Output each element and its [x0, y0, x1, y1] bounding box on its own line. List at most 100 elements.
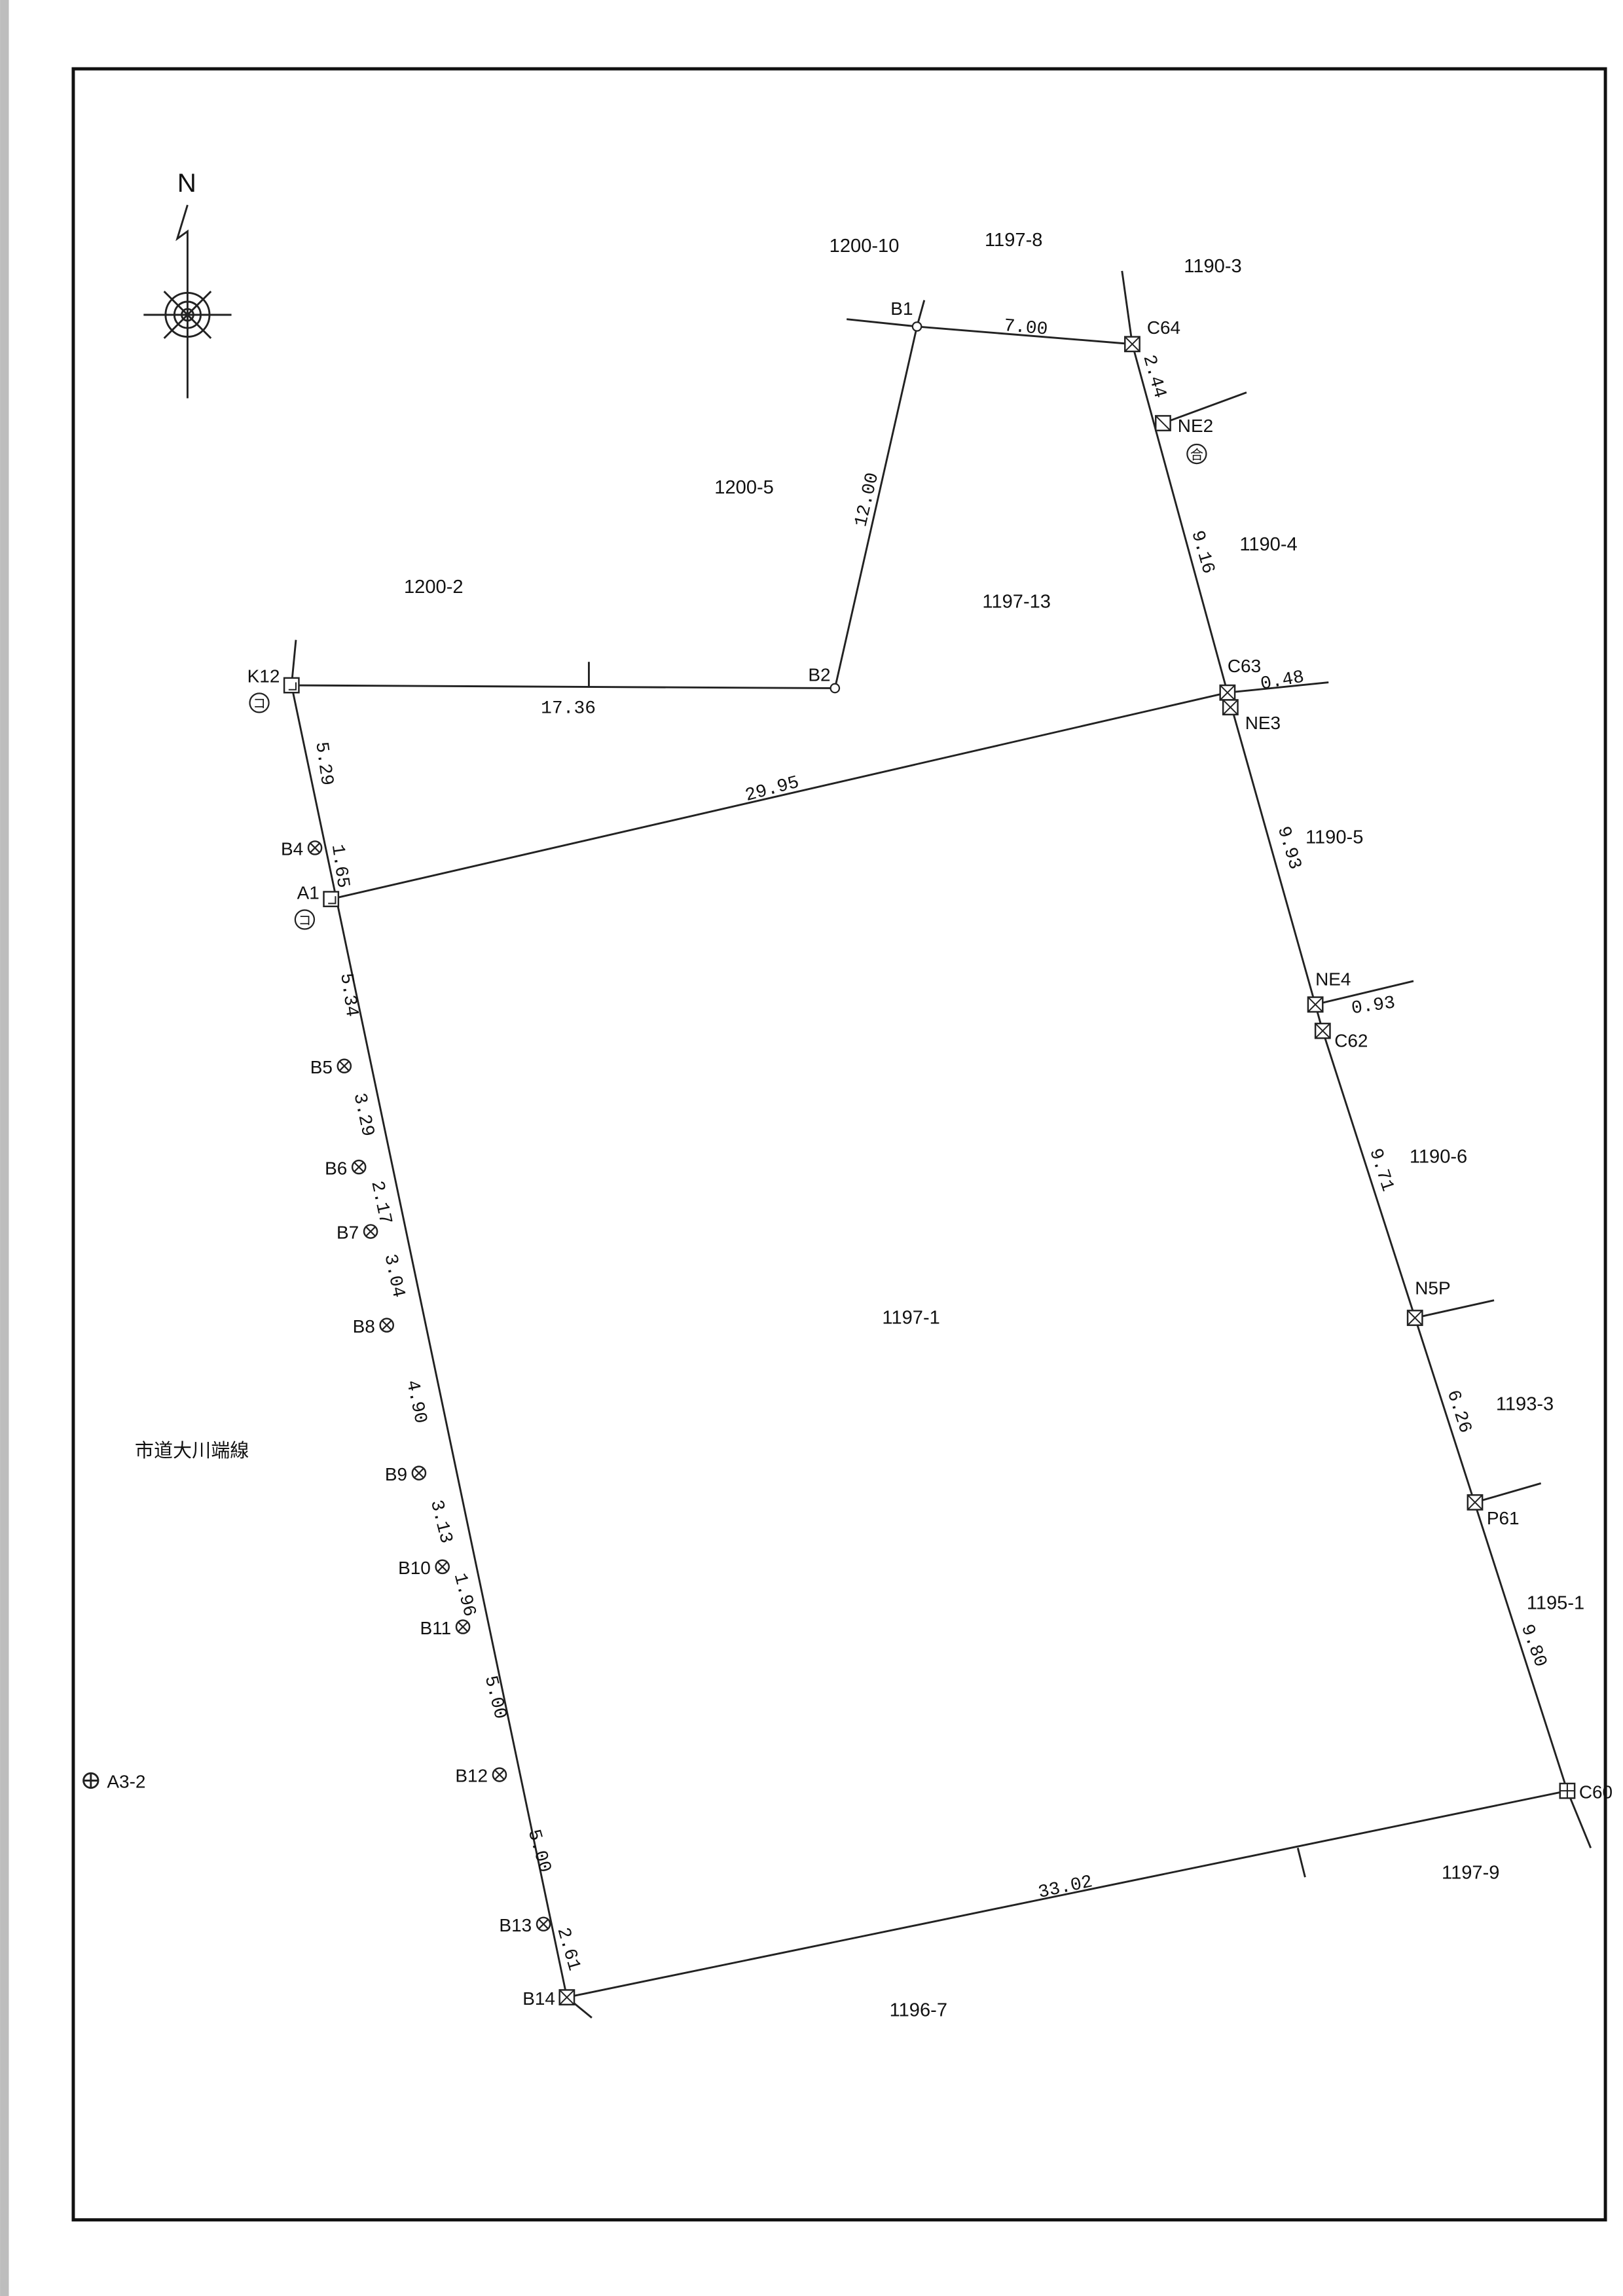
- note-circle-icon: [294, 909, 316, 930]
- circle-x-marker-icon: [363, 1224, 378, 1239]
- distance-label: 7.00: [1003, 316, 1049, 340]
- distance-label: 6.26: [1442, 1388, 1475, 1435]
- distance-label: 5.29: [310, 741, 337, 787]
- distance-label: 1.96: [449, 1571, 479, 1619]
- box-slash-marker-icon: [1155, 415, 1171, 431]
- survey-point-b5: B5: [310, 1057, 352, 1077]
- distance-label: 29.95: [743, 772, 801, 806]
- note-circle-icon: [1186, 443, 1207, 465]
- parcel-label: 1200-5: [714, 477, 774, 498]
- point-label: B11: [420, 1618, 451, 1638]
- point-note: コ: [298, 914, 311, 928]
- point-label: B5: [310, 1057, 333, 1077]
- survey-point-c62: C62: [1314, 1022, 1368, 1051]
- distance-label: 9.93: [1273, 824, 1305, 872]
- road-label: 市道大川端線: [135, 1440, 249, 1462]
- survey-point-n5p: N5P: [1406, 1278, 1451, 1326]
- benchmark-label: A3-2: [107, 1772, 145, 1792]
- survey-point-c64: C64: [1124, 317, 1180, 353]
- box-x-marker-icon: [1307, 996, 1324, 1013]
- survey-point-b11: B11: [420, 1618, 471, 1638]
- parcel-label: 1190-4: [1239, 534, 1297, 555]
- distance-label: 5.34: [335, 972, 361, 1018]
- box-x-marker-icon: [1406, 1310, 1423, 1326]
- point-label: B12: [455, 1766, 488, 1786]
- distance-label: 12.00: [851, 471, 883, 529]
- point-label: C62: [1334, 1031, 1368, 1051]
- circle-x-marker-icon: [337, 1058, 352, 1074]
- parcel-label: 1195-1: [1527, 1593, 1584, 1614]
- boundary-line: [331, 681, 1329, 901]
- survey-point-b4: B4: [281, 839, 323, 859]
- survey-point-c63: C63: [1219, 656, 1261, 701]
- distance-label: 5.00: [523, 1827, 555, 1875]
- circle-x-marker-icon: [536, 1916, 551, 1932]
- distance-label: 3.04: [379, 1252, 408, 1299]
- distance-label: 3.29: [348, 1091, 377, 1138]
- parcel-label: 1190-6: [1410, 1146, 1467, 1167]
- box-x-marker-icon: [1314, 1022, 1331, 1039]
- box-x-marker-icon: [1467, 1494, 1484, 1511]
- survey-point-b9: B9: [385, 1464, 427, 1484]
- point-label: K12: [247, 666, 280, 687]
- boundary-line: [290, 639, 593, 2019]
- circle-x-marker-icon: [307, 840, 323, 855]
- point-label: C60: [1579, 1782, 1613, 1802]
- parcel-label: 1200-2: [404, 577, 464, 598]
- distance-label: 2.61: [553, 1926, 584, 1973]
- point-label: B4: [281, 839, 303, 859]
- compass-rose-icon: [143, 291, 232, 339]
- survey-point-ne3: NE3: [1222, 699, 1281, 733]
- boundary-line: [1474, 1482, 1542, 1503]
- distance-label: 9.71: [1364, 1146, 1397, 1194]
- distance-label: 3.13: [426, 1498, 456, 1546]
- survey-point-b2: B2: [808, 664, 841, 694]
- boundary-line: [1162, 391, 1247, 424]
- survey-point-b1: B1: [890, 298, 922, 332]
- point-label: NE2: [1178, 416, 1213, 436]
- distance-label: 0.93: [1350, 993, 1396, 1019]
- boundary-line: [1296, 1848, 1306, 1878]
- point-label: A1: [297, 883, 319, 903]
- circle-x-marker-icon: [379, 1318, 394, 1333]
- survey-point-ne4: NE4: [1307, 969, 1351, 1013]
- north-label: N: [177, 168, 196, 198]
- benchmark: A3-2: [82, 1772, 145, 1792]
- parcel-label: 1197-1: [882, 1307, 939, 1328]
- point-label: N5P: [1415, 1278, 1450, 1299]
- box-corner-marker-icon: [323, 891, 340, 908]
- point-note: 合: [1190, 447, 1203, 462]
- distance-label: 2.17: [366, 1179, 395, 1227]
- point-label: B6: [325, 1158, 347, 1178]
- point-label: NE3: [1245, 713, 1281, 733]
- circle-x-marker-icon: [411, 1465, 427, 1480]
- point-label: B10: [398, 1558, 431, 1578]
- circle-x-marker-icon: [492, 1767, 507, 1782]
- point-label: C64: [1147, 317, 1180, 338]
- point-label: B8: [353, 1316, 375, 1336]
- boundary-line: [1315, 980, 1414, 1006]
- circle-x-marker-icon: [435, 1559, 450, 1575]
- point-label: NE4: [1315, 969, 1351, 990]
- parcel-label: 1197-13: [982, 591, 1051, 612]
- boundary-line: [847, 318, 1133, 346]
- distance-label: 5.00: [480, 1674, 510, 1721]
- survey-point-p61: P61: [1467, 1494, 1520, 1528]
- page-edge: [0, 0, 9, 2296]
- distance-label: 0.48: [1259, 668, 1305, 695]
- distance-label: 4.90: [401, 1378, 430, 1426]
- point-label: B2: [808, 664, 830, 685]
- box-x-marker-icon: [1219, 684, 1236, 701]
- distance-label: 1.65: [327, 843, 353, 889]
- survey-point-b12: B12: [455, 1766, 507, 1786]
- point-label: P61: [1487, 1508, 1520, 1528]
- distance-label: 2.44: [1138, 353, 1169, 401]
- north-compass: N: [143, 168, 232, 399]
- circle-x-marker-icon: [455, 1619, 471, 1634]
- survey-point-c60: C60: [1559, 1782, 1613, 1802]
- survey-point-b6: B6: [325, 1158, 367, 1178]
- survey-point-b8: B8: [353, 1316, 394, 1336]
